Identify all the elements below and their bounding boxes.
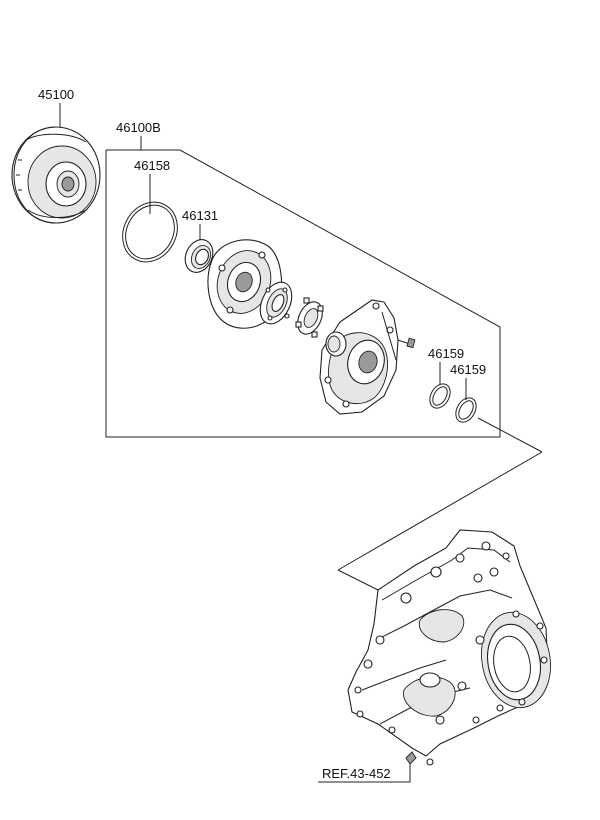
label-46100b[interactable]: 46100B	[116, 120, 161, 135]
outer-gear[interactable]	[254, 277, 298, 329]
label-46158[interactable]: 46158	[134, 158, 170, 173]
guide-lines	[337, 417, 543, 591]
seal-ring-46159-b[interactable]	[452, 394, 481, 426]
o-ring-46158[interactable]	[112, 192, 188, 272]
assembly-box	[105, 149, 501, 438]
label-46159-b[interactable]: 46159	[450, 362, 486, 377]
label-46131[interactable]: 46131	[182, 208, 218, 223]
label-46159-a[interactable]: 46159	[428, 346, 464, 361]
transmission-case[interactable]	[347, 529, 558, 766]
oil-seal-46131[interactable]	[180, 235, 218, 277]
label-45100[interactable]: 45100	[38, 87, 74, 102]
seal-ring-46159-a[interactable]	[426, 380, 455, 412]
pump-body[interactable]	[319, 299, 399, 415]
bolt[interactable]	[397, 337, 416, 349]
torque-converter-45100[interactable]	[11, 126, 101, 224]
label-ref-43-452[interactable]: REF.43-452	[322, 766, 391, 781]
leader-lines	[59, 103, 467, 783]
inner-gear[interactable]	[293, 297, 327, 338]
